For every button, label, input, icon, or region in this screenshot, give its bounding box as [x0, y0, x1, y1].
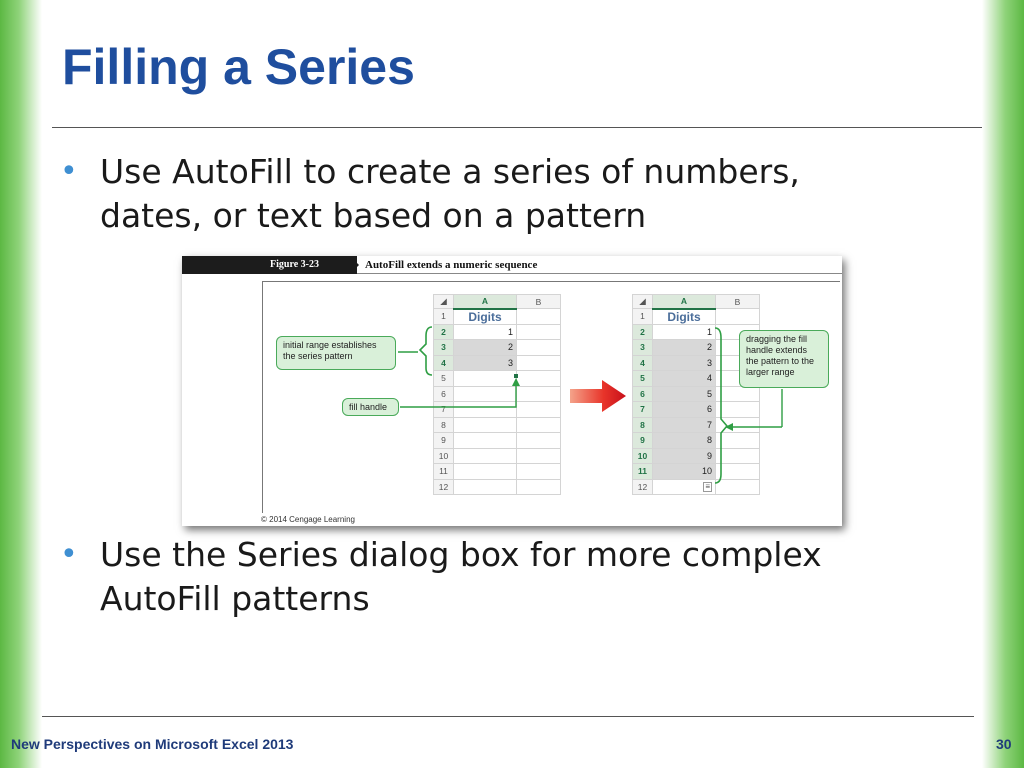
table-row: 12: [433, 478, 561, 495]
cell-value: 6: [652, 401, 716, 418]
cell-value: 10: [652, 463, 716, 480]
column-a-header: A: [652, 294, 716, 310]
corner-cell: ◢: [433, 294, 454, 309]
cell-value: 9: [652, 447, 716, 464]
right-bracket: [714, 327, 729, 484]
row-number: 9: [632, 432, 653, 449]
row-number: 6: [632, 385, 653, 402]
footer-divider: [42, 716, 974, 717]
table-row: 12 ≡: [632, 478, 760, 495]
table-row: 9: [433, 432, 561, 449]
fill-handle-line: [400, 382, 517, 408]
figure-connectors: [398, 326, 783, 484]
cell-value: 2: [652, 339, 716, 356]
figure-caption: AutoFill extends a numeric sequence: [365, 259, 538, 271]
callout-fill-handle: fill handle: [342, 398, 399, 416]
row-number: 5: [433, 370, 454, 387]
figure-header: Figure 3-23 AutoFill extends a numeric s…: [182, 256, 842, 274]
corner-cell: ◢: [632, 294, 653, 309]
figure-tab-notch: [350, 256, 359, 274]
row-number: 9: [433, 432, 454, 449]
bullet-2-text: Use the Series dialog box for more compl…: [100, 535, 822, 618]
right-green-bar: [982, 0, 1024, 768]
title-divider: [52, 127, 982, 128]
column-header-row: ◢ A B: [433, 294, 561, 310]
callout-arrowhead-3: [725, 423, 733, 431]
left-bracket: [418, 326, 433, 376]
fill-handle-marker: [514, 374, 518, 378]
left-green-bar: [0, 0, 42, 768]
bullet-1: • Use AutoFill to create a series of num…: [60, 150, 910, 238]
page-number: 30: [996, 736, 1012, 752]
table-row: 8: [433, 416, 561, 433]
row-number: 10: [632, 447, 653, 464]
bullet-dot-icon: •: [60, 154, 78, 189]
figure-label: Figure 3-23: [270, 259, 319, 270]
figure-tab: [182, 256, 357, 274]
callout-initial-range: initial range establishes the series pat…: [276, 336, 396, 370]
cell-value: 7: [652, 416, 716, 433]
bullet-dot-icon: •: [60, 537, 78, 572]
row-number: 3: [632, 339, 653, 356]
column-b-header: B: [715, 294, 760, 309]
figure-body: [262, 281, 840, 513]
row-number: 1: [632, 308, 653, 325]
table-row: 7: [433, 401, 561, 418]
fill-handle-arrowhead: [512, 378, 520, 386]
row-number: 1: [433, 308, 454, 325]
cell-value: 4: [652, 370, 716, 387]
figure-copyright: © 2014 Cengage Learning: [261, 515, 355, 524]
autofill-options-icon: ≡: [703, 481, 712, 492]
row-number: 6: [433, 385, 454, 402]
cell-value: 3: [652, 354, 716, 371]
row-number: 3: [433, 339, 454, 356]
bullet-1-text: Use AutoFill to create a series of numbe…: [100, 152, 800, 235]
row-number: 8: [632, 416, 653, 433]
column-header-row: ◢ A B: [632, 294, 760, 310]
table-row: 6: [433, 385, 561, 402]
cell-value: 2: [453, 339, 517, 356]
digits-header-cell: Digits: [453, 308, 517, 325]
red-arrow-icon: [570, 380, 626, 412]
row-number: 8: [433, 416, 454, 433]
row-number: 11: [433, 463, 454, 480]
row-number: 12: [433, 478, 454, 495]
callout-dragging: dragging the fill handle extends the pat…: [739, 330, 829, 388]
column-b-header: B: [516, 294, 561, 309]
table-row: 5: [433, 370, 561, 387]
cell-value: 5: [652, 385, 716, 402]
figure-autofill: Figure 3-23 AutoFill extends a numeric s…: [182, 256, 842, 526]
footer-title: New Perspectives on Microsoft Excel 2013: [11, 736, 294, 752]
bullet-2: • Use the Series dialog box for more com…: [60, 533, 910, 621]
slide-title: Filling a Series: [62, 39, 415, 95]
row-number: 12: [632, 478, 653, 495]
